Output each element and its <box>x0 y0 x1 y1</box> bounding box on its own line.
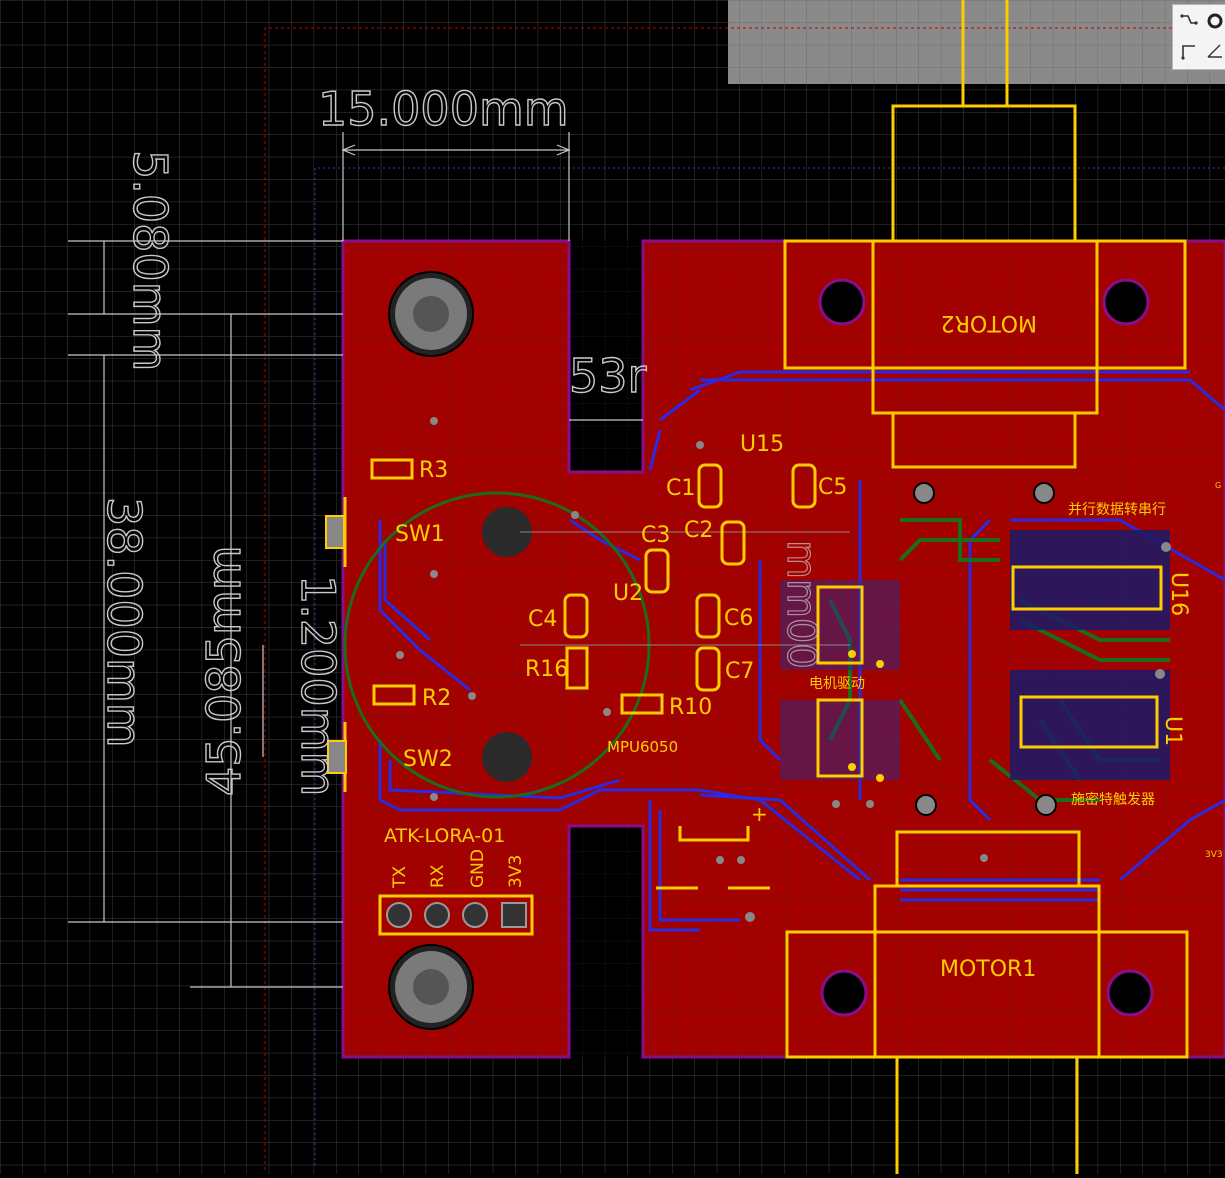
label-c5: C5 <box>818 475 847 500</box>
label-pin-rx: RX <box>428 864 448 888</box>
label-motor-driver: 电机驱动 <box>809 676 865 692</box>
test-points <box>848 650 884 782</box>
label-r2: R2 <box>422 686 451 711</box>
lora-pins <box>386 902 527 928</box>
vias <box>396 417 1171 922</box>
label-motor2: MOTOR2 <box>941 310 1037 335</box>
label-pin-tx: TX <box>390 866 410 889</box>
motor-pads <box>913 482 1057 816</box>
route-track-icon[interactable] <box>1177 11 1201 35</box>
angle-icon[interactable] <box>1203 41 1225 65</box>
label-pin-3v3: 3V3 <box>506 855 526 888</box>
sw2-tab <box>327 740 347 774</box>
dim-gap: 53r <box>569 349 647 403</box>
label-u16: U16 <box>1166 572 1191 616</box>
switch-buttons <box>482 507 850 782</box>
dim-45mm: 45.085mm <box>197 545 251 796</box>
label-sw1: SW1 <box>395 522 445 547</box>
sw1-tab <box>325 515 345 549</box>
label-schmitt: 施密特触发器 <box>1071 791 1155 808</box>
label-plus: + <box>751 802 768 826</box>
label-r10: R10 <box>669 695 712 720</box>
label-c2: C2 <box>684 518 713 543</box>
component-labels: MOTOR2 MOTOR1 U15 U16 U1 U2 C1 C2 C3 C4 … <box>384 310 1191 982</box>
label-lora: ATK-LORA-01 <box>384 825 505 847</box>
corner-line-icon[interactable] <box>1177 41 1201 65</box>
label-net-g: G <box>1215 481 1221 490</box>
silkscreen-outlines <box>343 0 1189 1174</box>
label-u2: U2 <box>613 581 643 606</box>
floating-toolbar <box>1172 4 1225 70</box>
label-mpu: MPU6050 <box>607 738 678 756</box>
label-r3: R3 <box>419 458 448 483</box>
mounting-holes <box>388 271 474 1030</box>
label-r16: R16 <box>525 657 568 682</box>
label-parallel-serial: 并行数据转串行 <box>1068 502 1166 518</box>
dim-small: 1.200mm <box>291 575 345 796</box>
circle-icon[interactable] <box>1203 11 1225 35</box>
label-u1: U1 <box>1160 716 1185 746</box>
dim-5mm: 5.080mm <box>123 150 177 371</box>
label-c4: C4 <box>528 607 557 632</box>
label-c6: C6 <box>724 606 753 631</box>
label-motor1: MOTOR1 <box>940 957 1036 982</box>
ic-packages <box>780 530 1170 780</box>
dim-15mm: 15.000mm <box>318 82 569 136</box>
chinese-labels: 并行数据转串行 电机驱动 施密特触发器 3V3 G <box>809 481 1223 860</box>
label-sw2: SW2 <box>403 747 453 772</box>
dim-inner: mm00 <box>778 540 824 669</box>
label-pin-gnd: GND <box>468 849 488 888</box>
label-u15: U15 <box>740 432 784 457</box>
dimension-lines <box>68 132 643 988</box>
label-net-3v3: 3V3 <box>1205 850 1223 860</box>
blue-traces <box>378 370 1225 932</box>
label-c1: C1 <box>666 476 695 501</box>
label-c7: C7 <box>725 659 754 684</box>
label-c3: C3 <box>641 523 670 548</box>
motor-holes <box>818 278 1154 1017</box>
dim-38mm: 38.000mm <box>97 497 151 748</box>
